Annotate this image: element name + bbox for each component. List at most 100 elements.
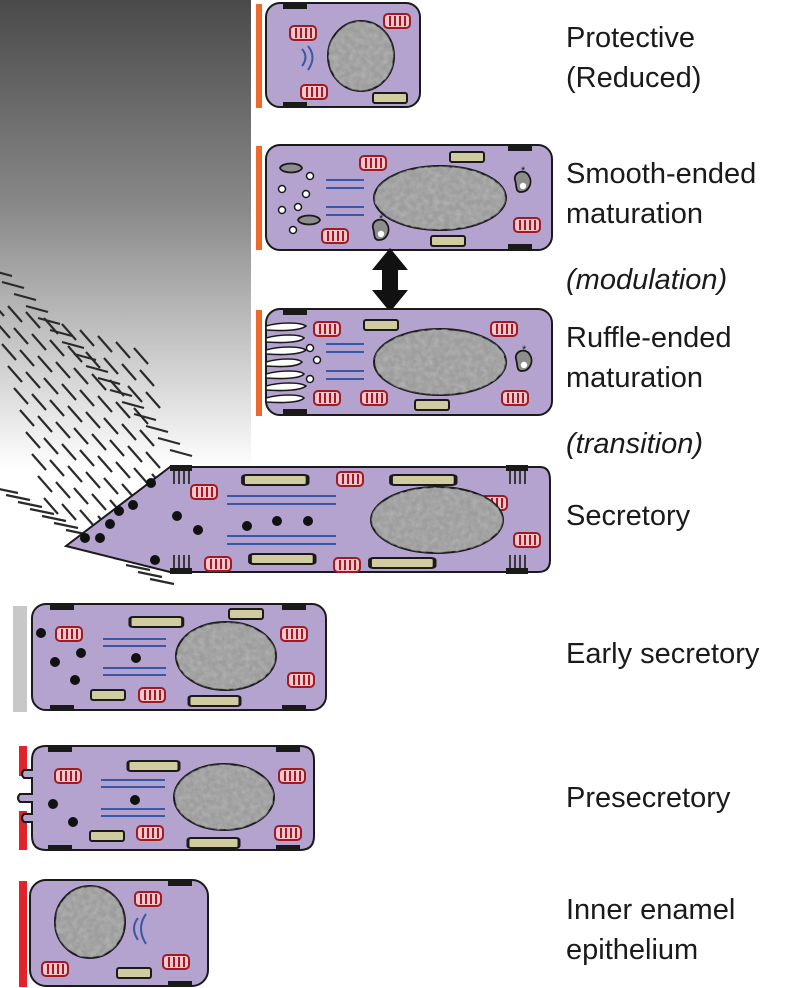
enamel-rod — [133, 412, 157, 422]
enamel-rod — [91, 433, 107, 451]
enamel-rod — [73, 367, 89, 385]
enamel-rod — [169, 448, 193, 458]
label-protective-line2: (Reduced) — [566, 62, 702, 94]
enamel-rod — [49, 339, 65, 357]
enamel-rod — [1, 343, 17, 361]
enamel-rod — [49, 399, 65, 417]
enamel-rod — [29, 507, 55, 516]
label-protective: Protective (Reduced) — [566, 18, 701, 98]
enamel-rod — [1, 280, 25, 290]
label-secretory: Secretory — [566, 500, 691, 532]
enamel-rod — [145, 451, 161, 469]
cell-secretory — [63, 465, 551, 574]
enamel-rod — [91, 373, 107, 391]
enamel-rod — [133, 347, 149, 365]
enamel-rod — [73, 427, 89, 445]
enamel-rod — [7, 365, 23, 383]
label-ruffle-line2: maturation — [566, 362, 704, 394]
enamel-rod — [127, 385, 143, 403]
enamel-rod — [49, 459, 65, 477]
enamel-rod — [0, 271, 13, 278]
enamel-rod — [103, 417, 119, 435]
enamel-rod — [79, 389, 95, 407]
enamel-rod — [13, 327, 29, 345]
enamel-rod — [73, 487, 89, 505]
enamel-rod — [5, 493, 31, 502]
enamel-rod — [103, 477, 119, 495]
enamel-rod — [43, 497, 59, 515]
enamel-rod — [97, 376, 121, 386]
enamel-rod — [37, 475, 53, 493]
enamel-rod — [61, 503, 77, 521]
enamel-rod — [25, 311, 41, 329]
enamel-rod — [121, 400, 145, 410]
label-modulation: (modulation) — [566, 264, 728, 296]
enamel-rod — [121, 363, 137, 381]
enamel-matrix — [0, 0, 252, 470]
enamel-rod — [133, 467, 149, 485]
label-early-secretory: Early secretory — [566, 638, 760, 670]
enamel-rod — [67, 465, 83, 483]
cell-presecretory — [17, 745, 315, 851]
cell-protective — [256, 2, 421, 108]
enamel-rod — [55, 421, 71, 439]
border-orange — [256, 4, 262, 108]
enamel-rod — [0, 488, 19, 495]
label-smooth-line1: Smooth-ended — [566, 158, 757, 190]
enamel-rod — [43, 317, 59, 335]
enamel-rod — [7, 305, 23, 323]
modulation-arrow — [372, 248, 408, 312]
enamel-rod — [79, 449, 95, 467]
label-ruffle-ended: Ruffle-ended maturation — [566, 318, 732, 398]
enamel-rod — [67, 345, 83, 363]
enamel-rod — [139, 369, 155, 387]
enamel-rod — [61, 323, 77, 341]
enamel-rod — [127, 445, 143, 463]
enamel-rod — [25, 304, 49, 314]
enamel-rod — [67, 405, 83, 423]
enamel-rod — [13, 387, 29, 405]
enamel-rod — [85, 364, 109, 374]
enamel-rod — [97, 395, 113, 413]
enamel-rod — [31, 333, 47, 351]
label-inner-enamel-epithelium: Inner enamel epithelium — [566, 890, 735, 970]
enamel-rod — [97, 455, 113, 473]
label-iee-line2: epithelium — [566, 934, 699, 966]
enamel-rod — [41, 514, 67, 523]
label-iee-line1: Inner enamel — [566, 894, 736, 926]
enamel-rod — [37, 415, 53, 433]
label-ruffle-line1: Ruffle-ended — [566, 322, 732, 354]
enamel-rod — [19, 409, 35, 427]
cell-ruffle-ended — [256, 308, 553, 416]
label-smooth-line2: maturation — [566, 198, 704, 230]
enamel-rod — [137, 570, 163, 579]
enamel-rod — [85, 411, 101, 429]
enamel-rod — [115, 461, 131, 479]
cell-inner-enamel-epithelium — [19, 879, 209, 987]
enamel-rod — [61, 383, 77, 401]
enamel-rod — [125, 563, 151, 572]
label-presecretory: Presecretory — [566, 782, 731, 814]
enamel-rod — [25, 431, 41, 449]
enamel-rod — [49, 328, 73, 338]
enamel-rod — [145, 424, 169, 434]
cell-early-secretory — [13, 603, 327, 712]
label-protective-line1: Protective — [566, 22, 695, 54]
enamel-rod — [43, 377, 59, 395]
enamel-rod — [145, 391, 161, 409]
enamel-rod — [19, 349, 35, 367]
enamel-rod — [61, 340, 85, 350]
enamel-rod — [0, 324, 11, 339]
enamel-rod — [115, 401, 131, 419]
enamel-rod — [85, 351, 101, 369]
enamel-rod — [121, 423, 137, 441]
enamel-rod — [53, 521, 79, 530]
enamel-rod — [17, 500, 43, 509]
enamel-rod — [157, 436, 181, 446]
enamel-rod — [79, 329, 95, 347]
enamel-rod — [109, 439, 125, 457]
enamel-rod — [0, 309, 5, 317]
cell-smooth-ended — [256, 144, 553, 251]
enamel-rod — [31, 393, 47, 411]
